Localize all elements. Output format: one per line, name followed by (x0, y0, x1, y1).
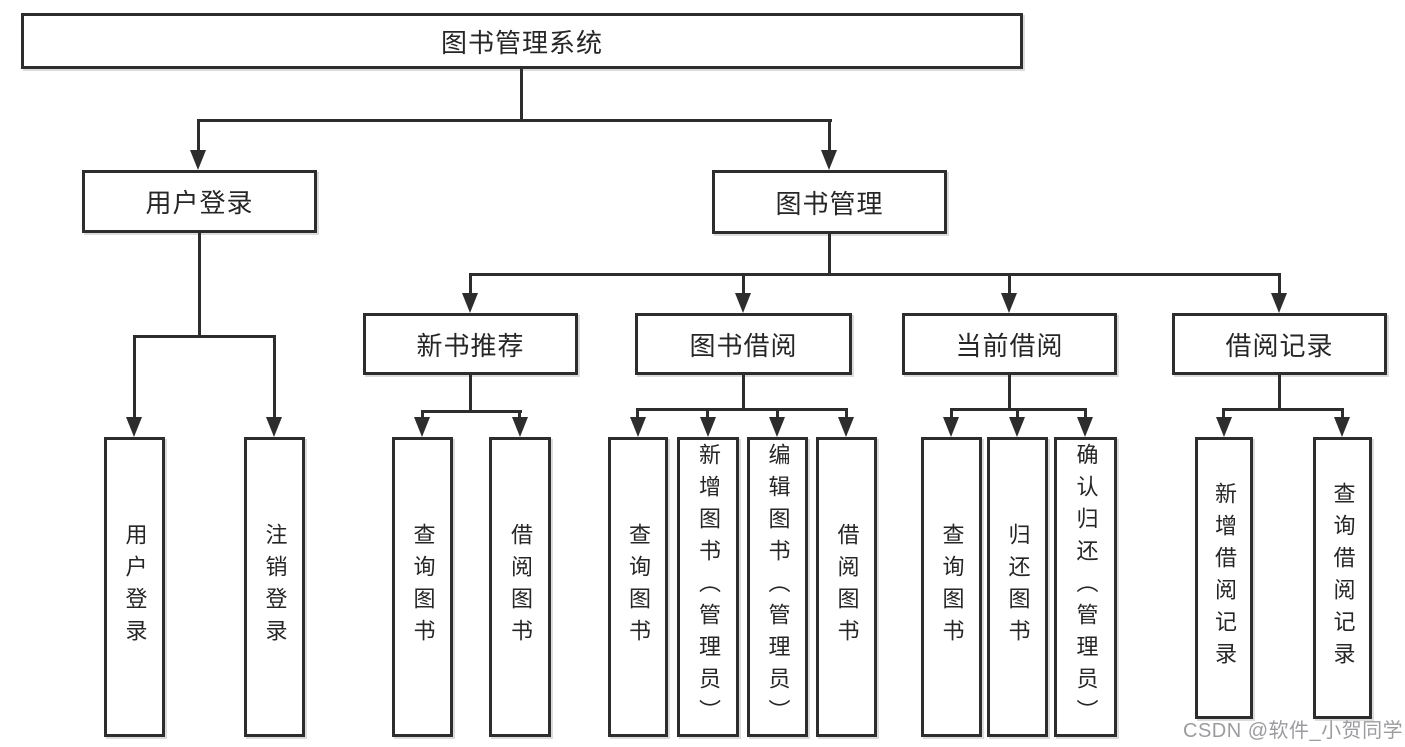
leaf-user-login-label: 用户登录 (122, 523, 148, 651)
connector-user-login-drop-1 (133, 335, 136, 419)
connector-book-management-bar (469, 273, 1281, 276)
node-new-book-recommend-label: 新书推荐 (416, 330, 525, 361)
leaf-query-borrow-record-label: 查询借阅记录 (1330, 482, 1356, 674)
leaf-edit-book-admin-label: 编辑图书（管理员） (765, 443, 791, 731)
arrowhead-book-management (821, 150, 837, 170)
node-book-borrow-label: 图书借阅 (689, 330, 798, 361)
leaf-user-login: 用户登录 (104, 437, 165, 737)
leaf-return-book: 归还图书 (987, 437, 1048, 737)
node-root: 图书管理系统 (21, 13, 1023, 69)
leaf-logout: 注销登录 (244, 437, 305, 737)
arrowhead-query-books-current (943, 417, 959, 437)
arrowhead-leaf-logout (266, 417, 282, 437)
node-book-management-label: 图书管理 (775, 188, 884, 219)
node-current-borrow: 当前借阅 (902, 313, 1117, 375)
connector-current-borrow-stem (1008, 375, 1011, 410)
leaf-borrow-books: 借阅图书 (816, 437, 877, 737)
node-borrow-records: 借阅记录 (1172, 313, 1387, 375)
connector-borrow-records-stem (1278, 375, 1281, 410)
connector-book-borrow-drop-2 (706, 408, 709, 419)
leaf-borrow-books-recommend-label: 借阅图书 (508, 523, 533, 651)
connector-user-login-stem (198, 233, 201, 337)
arrowhead-query-books-recommend (414, 417, 430, 437)
connector-new-book-stem (469, 375, 472, 412)
node-book-borrow: 图书借阅 (635, 313, 852, 375)
arrowhead-borrow-books-recommend (512, 417, 528, 437)
leaf-query-books-current-label: 查询图书 (939, 523, 965, 651)
arrowhead-add-book-admin (700, 417, 716, 437)
connector-book-borrow-stem (742, 375, 745, 410)
arrowhead-borrow-books (838, 417, 854, 437)
arrowhead-query-borrow-record (1334, 417, 1350, 437)
leaf-confirm-return-admin: 确认归还（管理员） (1054, 437, 1117, 737)
connector-drop-current-borrow (1008, 273, 1011, 295)
node-user-login: 用户登录 (82, 170, 317, 233)
arrowhead-leaf-user-login (126, 417, 142, 437)
connector-new-book-drop-1 (421, 410, 424, 419)
connector-drop-new-book (469, 273, 472, 295)
node-root-label: 图书管理系统 (440, 27, 603, 58)
leaf-borrow-books-recommend: 借阅图书 (489, 437, 551, 737)
connector-book-borrow-drop-1 (636, 408, 639, 419)
node-book-management: 图书管理 (712, 170, 947, 234)
leaf-borrow-books-label: 借阅图书 (834, 523, 860, 651)
connector-book-borrow-bar (636, 408, 848, 411)
leaf-query-borrow-record: 查询借阅记录 (1313, 437, 1372, 719)
arrowhead-add-borrow-record (1216, 417, 1232, 437)
leaf-confirm-return-admin-label: 确认归还（管理员） (1073, 443, 1099, 731)
arrowhead-current-borrow (1001, 293, 1017, 313)
connector-book-borrow-drop-4 (845, 408, 848, 419)
arrowhead-book-borrow (735, 293, 751, 313)
connector-drop-book-borrow (742, 273, 745, 295)
connector-root-drop-right (828, 119, 831, 152)
leaf-add-book-admin: 新增图书（管理员） (677, 437, 739, 737)
connector-user-login-drop-2 (273, 335, 276, 419)
arrowhead-edit-book-admin (769, 417, 785, 437)
leaf-query-books-recommend-label: 查询图书 (410, 523, 436, 651)
leaf-query-books-borrow: 查询图书 (608, 437, 668, 737)
node-current-borrow-label: 当前借阅 (955, 330, 1064, 361)
connector-root-drop-left (197, 119, 200, 152)
node-user-login-label: 用户登录 (145, 188, 254, 218)
connector-book-management-stem (828, 234, 831, 276)
arrowhead-query-books-borrow (630, 417, 646, 437)
leaf-add-borrow-record: 新增借阅记录 (1195, 437, 1253, 719)
connector-borrow-records-drop-2 (1341, 408, 1344, 419)
connector-current-borrow-drop-3 (1084, 408, 1087, 419)
leaf-query-books-recommend: 查询图书 (392, 437, 453, 737)
connector-user-login-bar (133, 335, 276, 338)
leaf-logout-label: 注销登录 (262, 523, 288, 651)
connector-borrow-records-drop-1 (1222, 408, 1225, 419)
leaf-query-books-current: 查询图书 (921, 437, 982, 737)
connector-new-book-drop-2 (518, 410, 521, 419)
leaf-query-books-borrow-label: 查询图书 (626, 523, 651, 651)
leaf-add-book-admin-label: 新增图书（管理员） (696, 443, 721, 731)
connector-drop-borrow-records (1278, 273, 1281, 295)
node-borrow-records-label: 借阅记录 (1225, 330, 1334, 361)
arrowhead-confirm-return-admin (1077, 417, 1093, 437)
leaf-return-book-label: 归还图书 (1005, 523, 1031, 651)
arrowhead-return-book (1009, 417, 1025, 437)
csdn-watermark: CSDN @软件_小贺同学 (1183, 720, 1404, 742)
arrowhead-new-book-recommend (462, 293, 478, 313)
arrowhead-user-login (190, 150, 206, 170)
node-new-book-recommend: 新书推荐 (363, 313, 578, 375)
leaf-add-borrow-record-label: 新增借阅记录 (1212, 482, 1237, 674)
arrowhead-borrow-records (1271, 293, 1287, 313)
connector-borrow-records-bar (1222, 408, 1344, 411)
connector-current-borrow-drop-1 (950, 408, 953, 419)
connector-current-borrow-drop-2 (1016, 408, 1019, 419)
connector-root-bar (197, 119, 832, 122)
connector-book-borrow-drop-3 (776, 408, 779, 419)
leaf-edit-book-admin: 编辑图书（管理员） (747, 437, 808, 737)
connector-root-stem (520, 69, 523, 121)
connector-new-book-bar (421, 410, 522, 413)
